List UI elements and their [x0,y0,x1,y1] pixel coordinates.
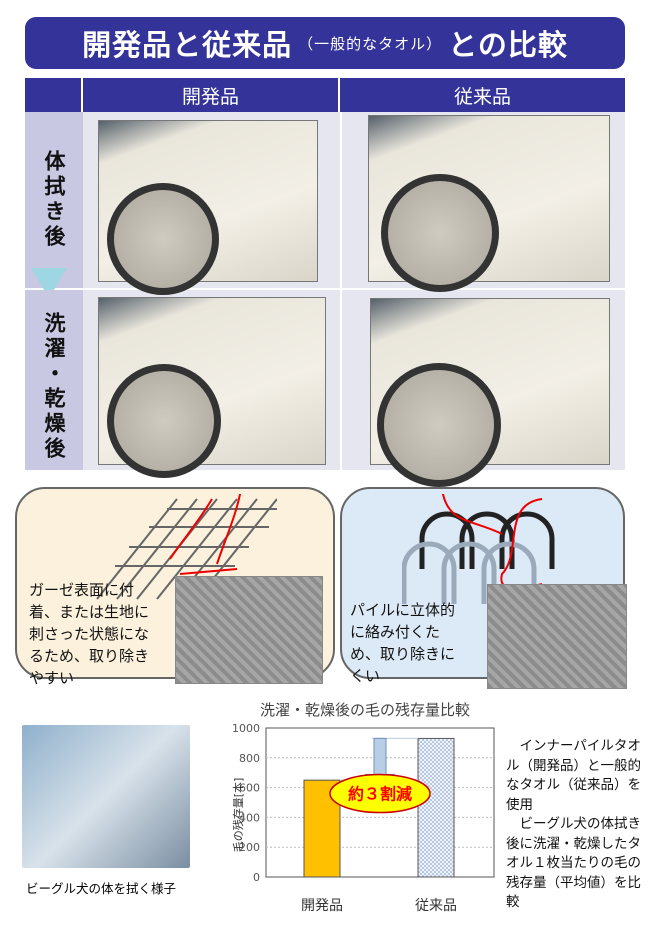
y-axis-label: 毛の残存量[本] [231,778,245,853]
pile-loops-illustration [402,494,555,604]
micro-photo-developed [175,576,323,684]
photo-developed-after-washing [98,297,326,478]
bubble-conventional-text: パイルに立体的に絡み付くため、取り除きにくい [350,601,456,685]
title-main: 開発品と従来品 [82,28,293,62]
bubble-conventional: パイルに立体的に絡み付くため、取り除きにくい [340,487,627,689]
bubble-developed-text: ガーゼ表面に付着、または生地に刺さった状態になるため、取り除きやすい [29,581,150,687]
title-sub: （一般的なタオル） [298,34,443,53]
photo-conventional-after-wiping [368,115,610,292]
side-text-1: インナーパイルタオル（開発品）と一般的なタオル（従来品）を使用 [506,738,641,813]
photo-conventional-after-washing [370,298,610,487]
row-label-after-washing: 洗濯・乾燥後 [25,290,83,470]
gauze-illustration [96,494,277,600]
bubble-developed: ガーゼ表面に付着、または生地に刺さった状態になるため、取り除きやすい [15,487,335,687]
header-conventional: 従来品 [340,78,625,112]
title-end: との比較 [448,28,568,62]
row-label-after-wiping: 体拭き後 [25,112,83,290]
y-tick-label: 1000 [232,722,260,735]
micro-photo-conventional [487,584,627,689]
y-tick-label: 400 [239,811,260,824]
reduction-badge [329,773,431,814]
chart-title: 洗濯・乾燥後の毛の残存量比較 [260,701,470,719]
reduction-label: 約３割減 [348,785,412,804]
page-title: 開発品と従来品 （一般的なタオル） との比較 [25,17,625,69]
side-text-2: ビーグル犬の体拭き後に洗濯・乾燥したタオル１枚当たりの毛の残存量（平均値）を比較 [506,816,641,910]
y-tick-label: 800 [239,752,260,765]
x-tick-label: 開発品 [301,898,343,914]
photo-caption: ビーグル犬の体を拭く様子 [26,881,177,896]
photo-developed-after-wiping [98,120,318,295]
y-tick-label: 200 [239,841,260,854]
y-tick-label: 600 [239,782,260,795]
bar-conventional [417,737,455,878]
header-developed: 開発品 [83,78,340,112]
residual-hair-chart: 洗濯・乾燥後の毛の残存量比較 0 200 400 600 800 1000 毛の残存量[本… [231,701,495,914]
header-corner [25,78,83,112]
photo-wiping-dog [22,725,190,868]
y-tick-label: 0 [253,871,260,884]
side-description: インナーパイルタオル（開発品）と一般的なタオル（従来品）を使用 ビーグル犬の体拭… [506,737,642,913]
x-tick-label: 従来品 [415,898,457,914]
